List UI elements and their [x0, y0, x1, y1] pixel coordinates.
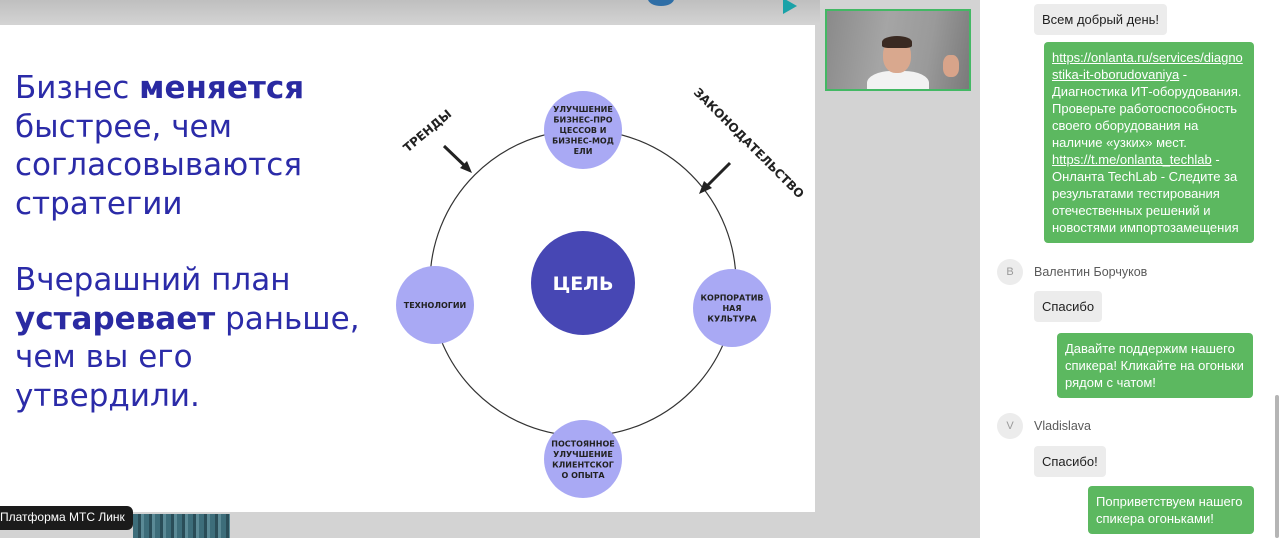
message-line: Давайте поддержим нашего: [1065, 341, 1235, 356]
message-author: Валентин Борчуков: [1034, 265, 1148, 279]
node-corporate-culture: [693, 269, 771, 347]
chat-message: Давайте поддержим нашего спикера! Кликайт…: [1057, 333, 1253, 398]
speaker-body: [867, 71, 929, 89]
speaker-hand: [943, 55, 959, 77]
avatar: В: [997, 259, 1023, 285]
node-label-line: БИЗНЕС-МОД: [552, 137, 614, 146]
chat-message: Спасибо!: [1034, 446, 1106, 477]
top-video-strip: [0, 0, 820, 24]
chat-panel: Всем добрый день! https://onlanta.ru/ser…: [980, 0, 1280, 538]
node-label-line: КУЛЬТУРА: [707, 315, 757, 324]
message-line: спикера! Кликайте на огоньки: [1065, 358, 1244, 373]
trends-arrowhead: [460, 161, 472, 173]
message-line: Поприветствуем нашего: [1096, 494, 1243, 509]
slide-line: чем вы его: [15, 339, 193, 375]
chat-message: Поприветствуем нашего спикера огоньками!: [1088, 486, 1254, 534]
node-label-line: ЕЛИ: [574, 147, 593, 156]
goal-cycle-diagram: ТРЕНДЫ ЗАКОНОДАТЕЛЬСТВО ЦЕЛЬ УЛУЧШЕНИЕБИ…: [396, 85, 807, 498]
message-line: отечественных решений и: [1052, 203, 1211, 218]
participant-avatar[interactable]: [648, 0, 674, 6]
participant-thumbnail[interactable]: [133, 514, 230, 538]
message-line: Онланта TechLab - Следите за: [1052, 169, 1238, 184]
node-label-line: КЛИЕНТСКОГ: [552, 460, 614, 469]
slide-line: стратегии: [15, 185, 183, 222]
slide-line: быстрее, чем: [15, 108, 232, 145]
slide-line: утвердили.: [15, 377, 200, 414]
goal-circle: [531, 231, 635, 335]
goal-label: ЦЕЛЬ: [553, 273, 614, 295]
node-label-line: О ОПЫТА: [561, 471, 605, 480]
node-label-line: НАЯ: [722, 304, 741, 313]
play-icon[interactable]: [783, 0, 797, 14]
message-line: Диагностика ИТ-оборудования.: [1052, 84, 1242, 99]
message-line: новостями импортозамещения: [1052, 220, 1239, 235]
node-label-line: ТЕХНОЛОГИИ: [404, 301, 467, 310]
speaker-webcam[interactable]: [825, 9, 971, 91]
message-line: своего оборудования на: [1052, 118, 1199, 133]
message-line: результатами тестирования: [1052, 186, 1220, 201]
node-label-line: ЦЕССОВ И: [559, 126, 606, 135]
slide-bold-word: меняется: [139, 70, 305, 106]
node-label-line: БИЗНЕС-ПРО: [553, 116, 612, 125]
slide-line: Вчерашний план: [15, 262, 291, 298]
slide-line: раньше,: [215, 300, 360, 337]
node-label-line: УЛУЧШЕНИЕ: [553, 105, 613, 114]
slide-line: Бизнес: [15, 70, 140, 106]
law-arrowhead: [699, 181, 712, 194]
node-business-processes: [544, 91, 622, 169]
slide-paragraph-1: Бизнес меняется быстрее, чем согласовыва…: [15, 69, 375, 223]
message-line: рядом с чатом!: [1065, 375, 1156, 390]
chat-scrollbar[interactable]: [1275, 395, 1279, 538]
node-label-line: УЛУЧШЕНИЕ: [553, 450, 613, 459]
avatar: V: [997, 413, 1023, 439]
platform-label: Платформа МТС Линк: [0, 506, 133, 530]
message-line: Проверьте работоспособность: [1052, 101, 1238, 116]
node-technologies: [396, 266, 474, 344]
message-line: спикера огоньками!: [1096, 511, 1214, 526]
slide-line: согласовываются: [15, 147, 302, 183]
speaker-hair: [882, 36, 912, 48]
presentation-slide: Бизнес меняется быстрее, чем согласовыва…: [0, 25, 815, 512]
chat-message: Спасибо: [1034, 291, 1103, 322]
node-label-line: ПОСТОЯННОЕ: [551, 439, 614, 448]
link-diagnostics-description: Диагностика ИТ-оборудования. Проверьте ра…: [1052, 84, 1242, 150]
slide-bold-word: устаревает: [15, 300, 216, 337]
slide-paragraph-2: Вчерашний план устаревает раньше, чем вы…: [15, 261, 375, 415]
message-line: наличие «узких» мест.: [1052, 135, 1187, 150]
link-techlab-description: Онланта TechLab - Следите за результатами…: [1052, 169, 1239, 235]
message-author: Vladislava: [1034, 419, 1091, 433]
link-techlab[interactable]: https://t.me/onlanta_techlab: [1052, 152, 1212, 167]
chat-message: Всем добрый день!: [1034, 4, 1168, 35]
slide-text: Бизнес меняется быстрее, чем согласовыва…: [15, 69, 375, 453]
node-label-line: КОРПОРАТИВ: [700, 294, 763, 303]
node-customer-experience: [544, 420, 622, 498]
node-technologies-label: ТЕХНОЛОГИИ: [404, 301, 467, 310]
law-arrow: [702, 161, 732, 191]
video-stage: Бизнес меняется быстрее, чем согласовыва…: [0, 0, 971, 538]
